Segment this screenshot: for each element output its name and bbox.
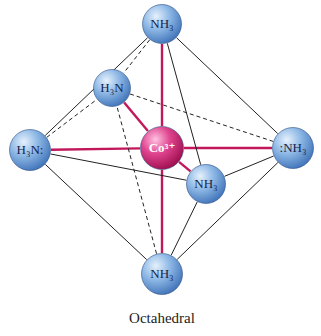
hidden-octahedron-edge	[124, 40, 150, 73]
sphere-outline	[141, 127, 184, 170]
coordinate-bond	[161, 170, 163, 253]
sphere-outline	[273, 128, 314, 169]
sphere-outline	[94, 70, 131, 107]
figure-caption: Octahedral	[129, 310, 195, 327]
coordinate-bond	[184, 147, 272, 149]
octahedron-edge	[45, 38, 147, 136]
hidden-octahedron-edge	[117, 106, 157, 253]
octahedron-edge	[171, 202, 197, 255]
ligand-sphere: H₃N:	[9, 129, 51, 171]
coordinate-bond	[124, 103, 148, 132]
ligand-sphere: :NH₃	[272, 127, 314, 169]
ligand-sphere: H₃N	[93, 69, 131, 107]
sphere-text-holder: H₃N	[93, 69, 131, 107]
ligand-sphere: NH₃	[141, 253, 183, 295]
ligand-formula: H₃N:	[17, 142, 44, 158]
ligand-formula: :NH₃	[280, 140, 307, 156]
ligand-formula: NH₃	[194, 176, 217, 192]
sphere-text-holder: NH₃	[142, 4, 182, 44]
sphere-outline	[187, 165, 226, 204]
coordinate-bond	[161, 44, 163, 126]
ligand-formula: H₃N	[100, 80, 123, 96]
ligand-formula: NH₃	[150, 16, 173, 32]
octahedron-edge	[224, 156, 273, 176]
sphere-outline	[143, 5, 182, 44]
ligand-sphere: NH₃	[186, 164, 226, 204]
sphere-outline	[10, 130, 51, 171]
sphere-text-holder: NH₃	[186, 164, 226, 204]
octahedron-edge	[45, 164, 146, 259]
metal-ion-sphere: Co³⁺	[140, 126, 184, 170]
sphere-text-holder: NH₃	[141, 253, 183, 295]
sphere-text-holder: Co³⁺	[140, 126, 184, 170]
ligand-sphere: NH₃	[142, 4, 182, 44]
coordinate-bond	[179, 162, 190, 171]
ion-formula: Co³⁺	[149, 140, 176, 156]
hidden-octahedron-edge	[47, 99, 97, 137]
ligand-formula: NH₃	[150, 266, 173, 282]
sphere-text-holder: H₃N:	[9, 129, 51, 171]
octahedron-edge	[177, 38, 278, 134]
sphere-outline	[142, 254, 183, 295]
coordinate-bond	[51, 148, 140, 149]
sphere-text-holder: :NH₃	[272, 127, 314, 169]
